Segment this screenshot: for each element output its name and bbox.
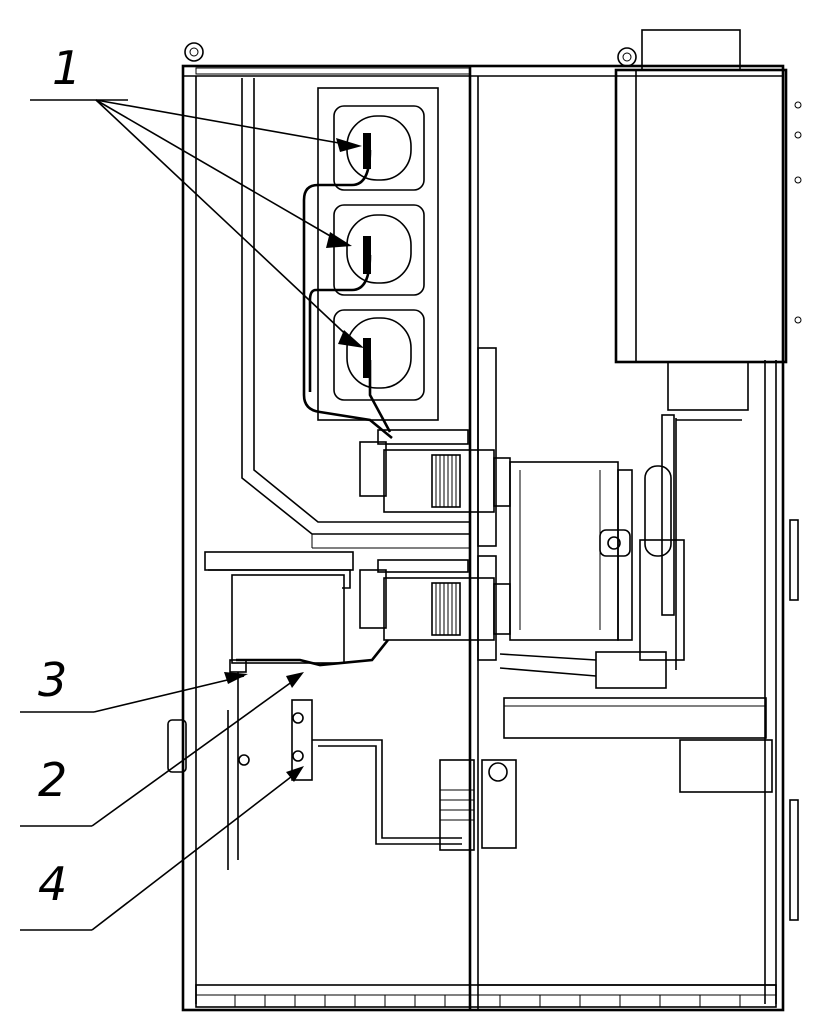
cable-compartment	[167, 551, 517, 870]
callout-4: 4	[38, 857, 67, 911]
busbar-bushing-c	[333, 309, 425, 401]
relay-compartment	[614, 29, 802, 921]
callout-1: 1	[52, 41, 81, 95]
callout-3: 3	[38, 653, 67, 707]
callout-2: 2	[38, 753, 67, 807]
cabinet-frame	[181, 42, 785, 1012]
busbar-bushing-b	[333, 204, 425, 296]
leader-lines	[20, 99, 364, 931]
busbar-compartment	[241, 78, 470, 549]
callout-labels: 1 2 3 4	[38, 41, 81, 911]
withdrawable-circuit-breaker	[359, 347, 773, 793]
